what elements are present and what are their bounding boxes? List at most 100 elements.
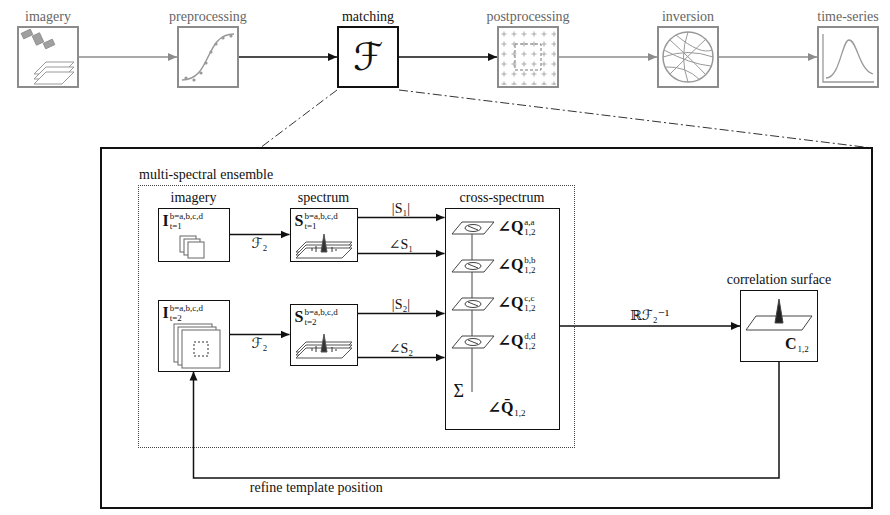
image-stack-icon [194,342,208,356]
flow-arrow [358,313,445,315]
spectrum-icon [321,234,327,252]
box-heading: matching [342,9,394,25]
phase-plane-icon [452,222,494,234]
spectrum-icon [296,234,352,258]
box-heading: inversion [662,9,714,25]
box-heading: postprocessing [486,9,569,25]
inversion-icon [676,35,712,51]
edge-label: |S₁| [390,202,412,216]
subscript: 1,2 [798,344,809,354]
symbol-base: C [785,335,797,353]
cross-spectrum-box: cross-spectrum∠Qa,a1,2∠Qb,b1,2∠Qc,c1,2∠Q… [445,208,560,430]
inversion-icon [664,50,711,66]
phase-plane-icon [468,340,478,344]
box-heading: cross-spectrum [460,190,545,206]
flow-arrow [194,362,780,478]
math-symbol: ∠Qd,d1,2 [498,331,536,351]
subscript: 1,2 [524,227,535,237]
superscript: d,d [524,331,535,341]
sigmoid-icon [214,42,217,45]
math-symbol: C1,2 [785,335,809,353]
flow-arrow [239,56,337,58]
stage-box: time-series [817,26,879,88]
stage-box: matchingℱ [337,26,399,88]
math-symbol: Sb=a,b,c,dt=2 [295,307,338,327]
phase-plane-icon [465,339,481,346]
symbol-scripts: b=a,b,c,dt=1 [170,211,203,231]
symbol-scripts: b=a,b,c,dt=2 [170,303,203,323]
zoom-frame [101,148,872,508]
edge-label: |S₂| [390,298,412,312]
phase-plane-icon [452,260,494,272]
subscript: 1,2 [524,341,535,351]
flow-arrow [560,325,741,327]
symbol-base: S [295,308,304,326]
image-stack-icon [182,330,220,368]
symbol-scripts: c,c1,2 [524,293,535,313]
satellite-icon [32,33,43,45]
phase-plane-icon [452,336,494,348]
superscript: b,b [524,255,535,265]
symbol-scripts: a,a1,2 [524,217,535,237]
box-heading: multi-spectral ensemble [139,167,273,183]
box-heading: imagery [25,9,71,25]
stage-box: inversion [657,26,719,88]
flow-arrow [399,56,497,58]
sigmoid-icon [209,50,212,53]
inversion-icon [663,32,713,82]
flow-arrow [230,234,290,236]
stage-box: imagery [17,26,79,88]
symbol-scripts: b=a,b,c,dt=2 [304,307,337,327]
symbol-base: ∠Q [498,218,524,236]
subscript: 1,2 [514,408,525,418]
spectrum-icon [321,334,327,352]
flow-arrow [358,253,445,255]
sigmoid-icon [182,34,234,80]
phase-plane-icon [452,298,494,310]
phase-plane-icon [468,302,478,306]
inversion-icon [670,40,706,75]
math-symbol: ∠Qc,c1,2 [498,293,536,313]
edge-label: ℝℱ₂⁻¹ [628,309,671,323]
zoom-lines [260,90,337,148]
time-series-icon [826,40,873,78]
flow-arrow [559,56,657,58]
flow-arrow [358,357,445,359]
satellite-icon [43,39,55,49]
sigmoid-icon [221,36,224,39]
math-symbol: Ib=a,b,c,dt=1 [163,211,204,231]
symbol-base: ∠Q [498,294,524,312]
spectrum-box: Sb=a,b,c,dt=2 [290,304,358,366]
inversion-icon [663,32,713,82]
image-stack-icon [188,242,204,258]
math-symbol: ∠Qb,b1,2 [498,255,536,275]
phase-plane-icon [465,263,481,270]
symbol-scripts: 1,2 [514,403,525,413]
correlation-box: correlation surfaceC1,2 [740,290,818,362]
superscript: a,a [524,217,535,227]
box-heading: correlation surface [727,272,832,288]
phase-plane-icon [468,264,478,268]
time-series-icon [823,34,874,82]
box-heading: imagery [171,190,217,206]
grid-icon [515,44,541,70]
superscript: b=a,b,c,d [304,211,337,221]
edge-label: ∠S₂ [387,342,415,356]
sigmoid-icon [182,34,234,82]
box-heading: spectrum [298,190,349,206]
flow-arrow [358,217,445,219]
symbol-scripts: b,b1,2 [524,255,535,275]
satellite-icon [21,29,55,49]
symbol-scripts: 1,2 [798,339,809,349]
superscript: b=a,b,c,d [170,211,203,221]
image-stack-icon [34,62,74,84]
image-stack-icon [174,324,220,368]
subscript: 1,2 [524,303,535,313]
sum-symbol: Σ [454,381,464,401]
superscript: b=a,b,c,d [170,303,203,313]
flow-arrow [79,56,177,58]
inversion-icon [666,67,700,80]
flow-arrow [230,334,290,336]
sigmoid-icon [229,34,232,37]
subscript: t=2 [304,317,337,327]
